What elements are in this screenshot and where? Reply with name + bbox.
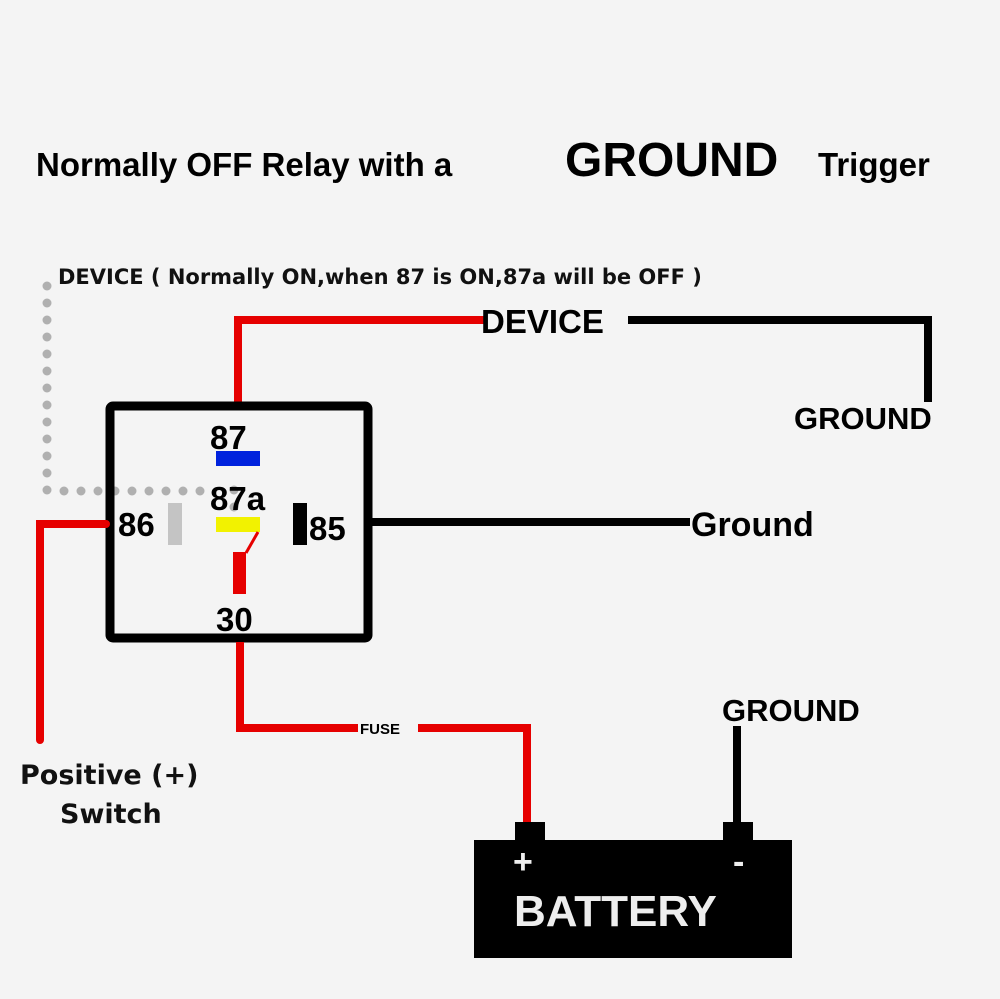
pin-87-contact — [216, 451, 260, 466]
dotted-wire-dot — [161, 486, 171, 496]
pin-87-label: 87 — [210, 419, 247, 456]
pin-86-label: 86 — [118, 506, 155, 543]
dotted-wire-dot — [76, 486, 86, 496]
dotted-wire-dot — [42, 468, 52, 478]
dotted-wire-dot — [42, 417, 52, 427]
positive-switch-label-line2: Switch — [60, 799, 162, 830]
dotted-wire-dot — [42, 298, 52, 308]
dotted-wire-dot — [42, 400, 52, 410]
dotted-wire-dot — [127, 486, 137, 496]
pin-30-contact — [233, 552, 246, 594]
relay-box — [105, 401, 373, 643]
dotted-wire-dot — [42, 349, 52, 359]
dotted-wire-dot — [42, 315, 52, 325]
pin-85-label: 85 — [309, 510, 346, 547]
battery-body — [474, 840, 792, 958]
dotted-wire-dot — [229, 485, 239, 495]
dotted-wire-87a — [42, 281, 239, 512]
title-emphasis: GROUND — [565, 134, 778, 187]
pin-30-label: 30 — [216, 601, 253, 638]
pin-86-coil — [168, 503, 182, 545]
dotted-wire-dot — [42, 366, 52, 376]
dotted-wire-dot — [42, 451, 52, 461]
battery-plus-sign: + — [513, 843, 533, 881]
dotted-wire-dot — [59, 486, 69, 496]
device-label: DEVICE — [481, 303, 604, 340]
wire-86-to-positive-switch — [36, 520, 110, 744]
battery-positive-terminal — [515, 822, 545, 842]
dotted-wire-dot — [229, 502, 239, 512]
battery-label: BATTERY — [514, 887, 717, 936]
battery-minus-sign: - — [733, 843, 744, 881]
pin-87a-contact — [216, 517, 260, 532]
dotted-wire-dot — [144, 486, 154, 496]
dotted-wire-dot — [42, 383, 52, 393]
wire-device-to-ground — [628, 316, 932, 402]
device-note: DEVICE ( Normally ON,when 87 is ON,87a w… — [58, 265, 702, 289]
ground-top-label: GROUND — [794, 401, 932, 436]
battery-negative-terminal — [723, 822, 753, 842]
positive-switch-label-line1: Positive (+) — [20, 760, 198, 791]
ground-mid-label: Ground — [691, 506, 814, 544]
wire-30-to-fuse — [236, 642, 358, 732]
fuse-label: FUSE — [360, 721, 400, 738]
dotted-wire-dot — [178, 486, 188, 496]
dotted-wire-dot — [93, 486, 103, 496]
dotted-wire-dot — [42, 485, 52, 495]
pin-85-coil — [293, 503, 307, 545]
title-part2: Trigger — [818, 146, 930, 183]
dotted-wire-dot — [195, 486, 205, 496]
wire-87-to-device — [234, 316, 484, 405]
pin-87a-label: 87a — [210, 480, 266, 517]
wire-fuse-to-battery-positive — [418, 724, 531, 828]
dotted-wire-dot — [42, 434, 52, 444]
switch-arm — [244, 531, 260, 554]
title-part1: Normally OFF Relay with a — [36, 146, 453, 183]
dotted-wire-dot — [42, 281, 52, 291]
ground-battery-label: GROUND — [722, 693, 860, 728]
dotted-wire-dot — [42, 332, 52, 342]
